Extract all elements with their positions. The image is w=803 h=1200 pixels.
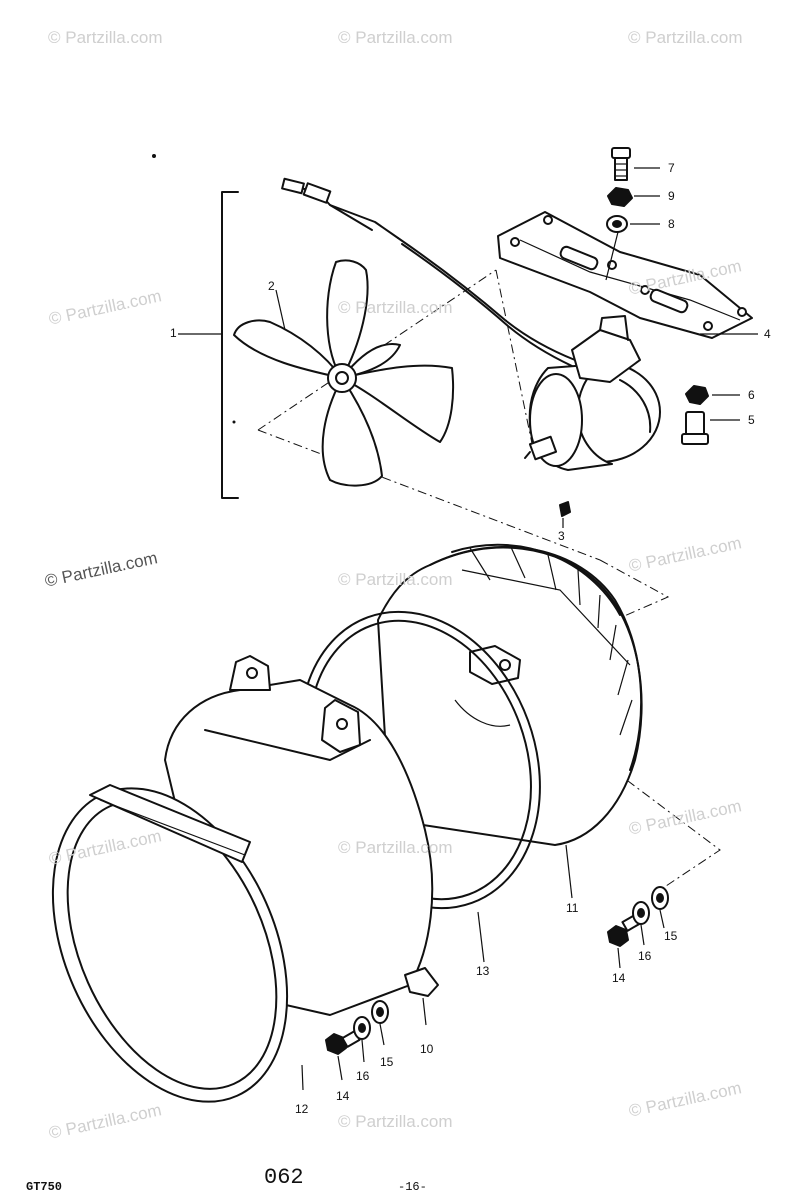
callout-15: 15 — [664, 929, 678, 943]
watermark: © Partzilla.com — [338, 298, 453, 317]
callout-4: 4 — [764, 327, 771, 341]
callout-14: 14 — [336, 1089, 350, 1103]
watermark: © Partzilla.com — [628, 28, 743, 47]
watermark: © Partzilla.com — [338, 570, 453, 589]
callout-7: 7 — [668, 161, 675, 175]
watermark: © Partzilla.com — [48, 28, 163, 47]
watermark: © Partzilla.com — [338, 1112, 453, 1131]
callout-12: 12 — [295, 1102, 309, 1116]
page-code: 062 — [264, 1165, 304, 1190]
callout-16: 16 — [638, 949, 652, 963]
callout-16: 16 — [356, 1069, 370, 1083]
hardware-top — [275, 147, 758, 528]
callout-5: 5 — [748, 413, 755, 427]
page-number: -16- — [398, 1180, 427, 1194]
hardware-bottom — [325, 844, 669, 1081]
front-rim — [51, 784, 304, 1103]
speck — [152, 154, 156, 158]
callout-9: 9 — [668, 189, 675, 203]
assembly-bracket — [178, 191, 239, 499]
callout-8: 8 — [668, 217, 675, 231]
watermark: © Partzilla.com — [338, 838, 453, 857]
watermark: © Partzilla.com — [338, 28, 453, 47]
callout-15: 15 — [380, 1055, 394, 1069]
callout-13: 13 — [476, 964, 490, 978]
fan-motor — [524, 315, 661, 471]
callout-14: 14 — [612, 971, 626, 985]
callout-1: 1 — [170, 326, 177, 340]
speck — [232, 420, 236, 424]
fan-blade — [233, 259, 455, 487]
callout-2: 2 — [268, 279, 275, 293]
model-code: GT750 — [26, 1180, 63, 1194]
wire-harness — [281, 177, 576, 367]
mounting-bracket — [497, 211, 753, 339]
callout-10: 10 — [420, 1042, 434, 1056]
callout-6: 6 — [748, 388, 755, 402]
callout-11: 11 — [566, 901, 579, 915]
callout-3: 3 — [558, 529, 565, 543]
